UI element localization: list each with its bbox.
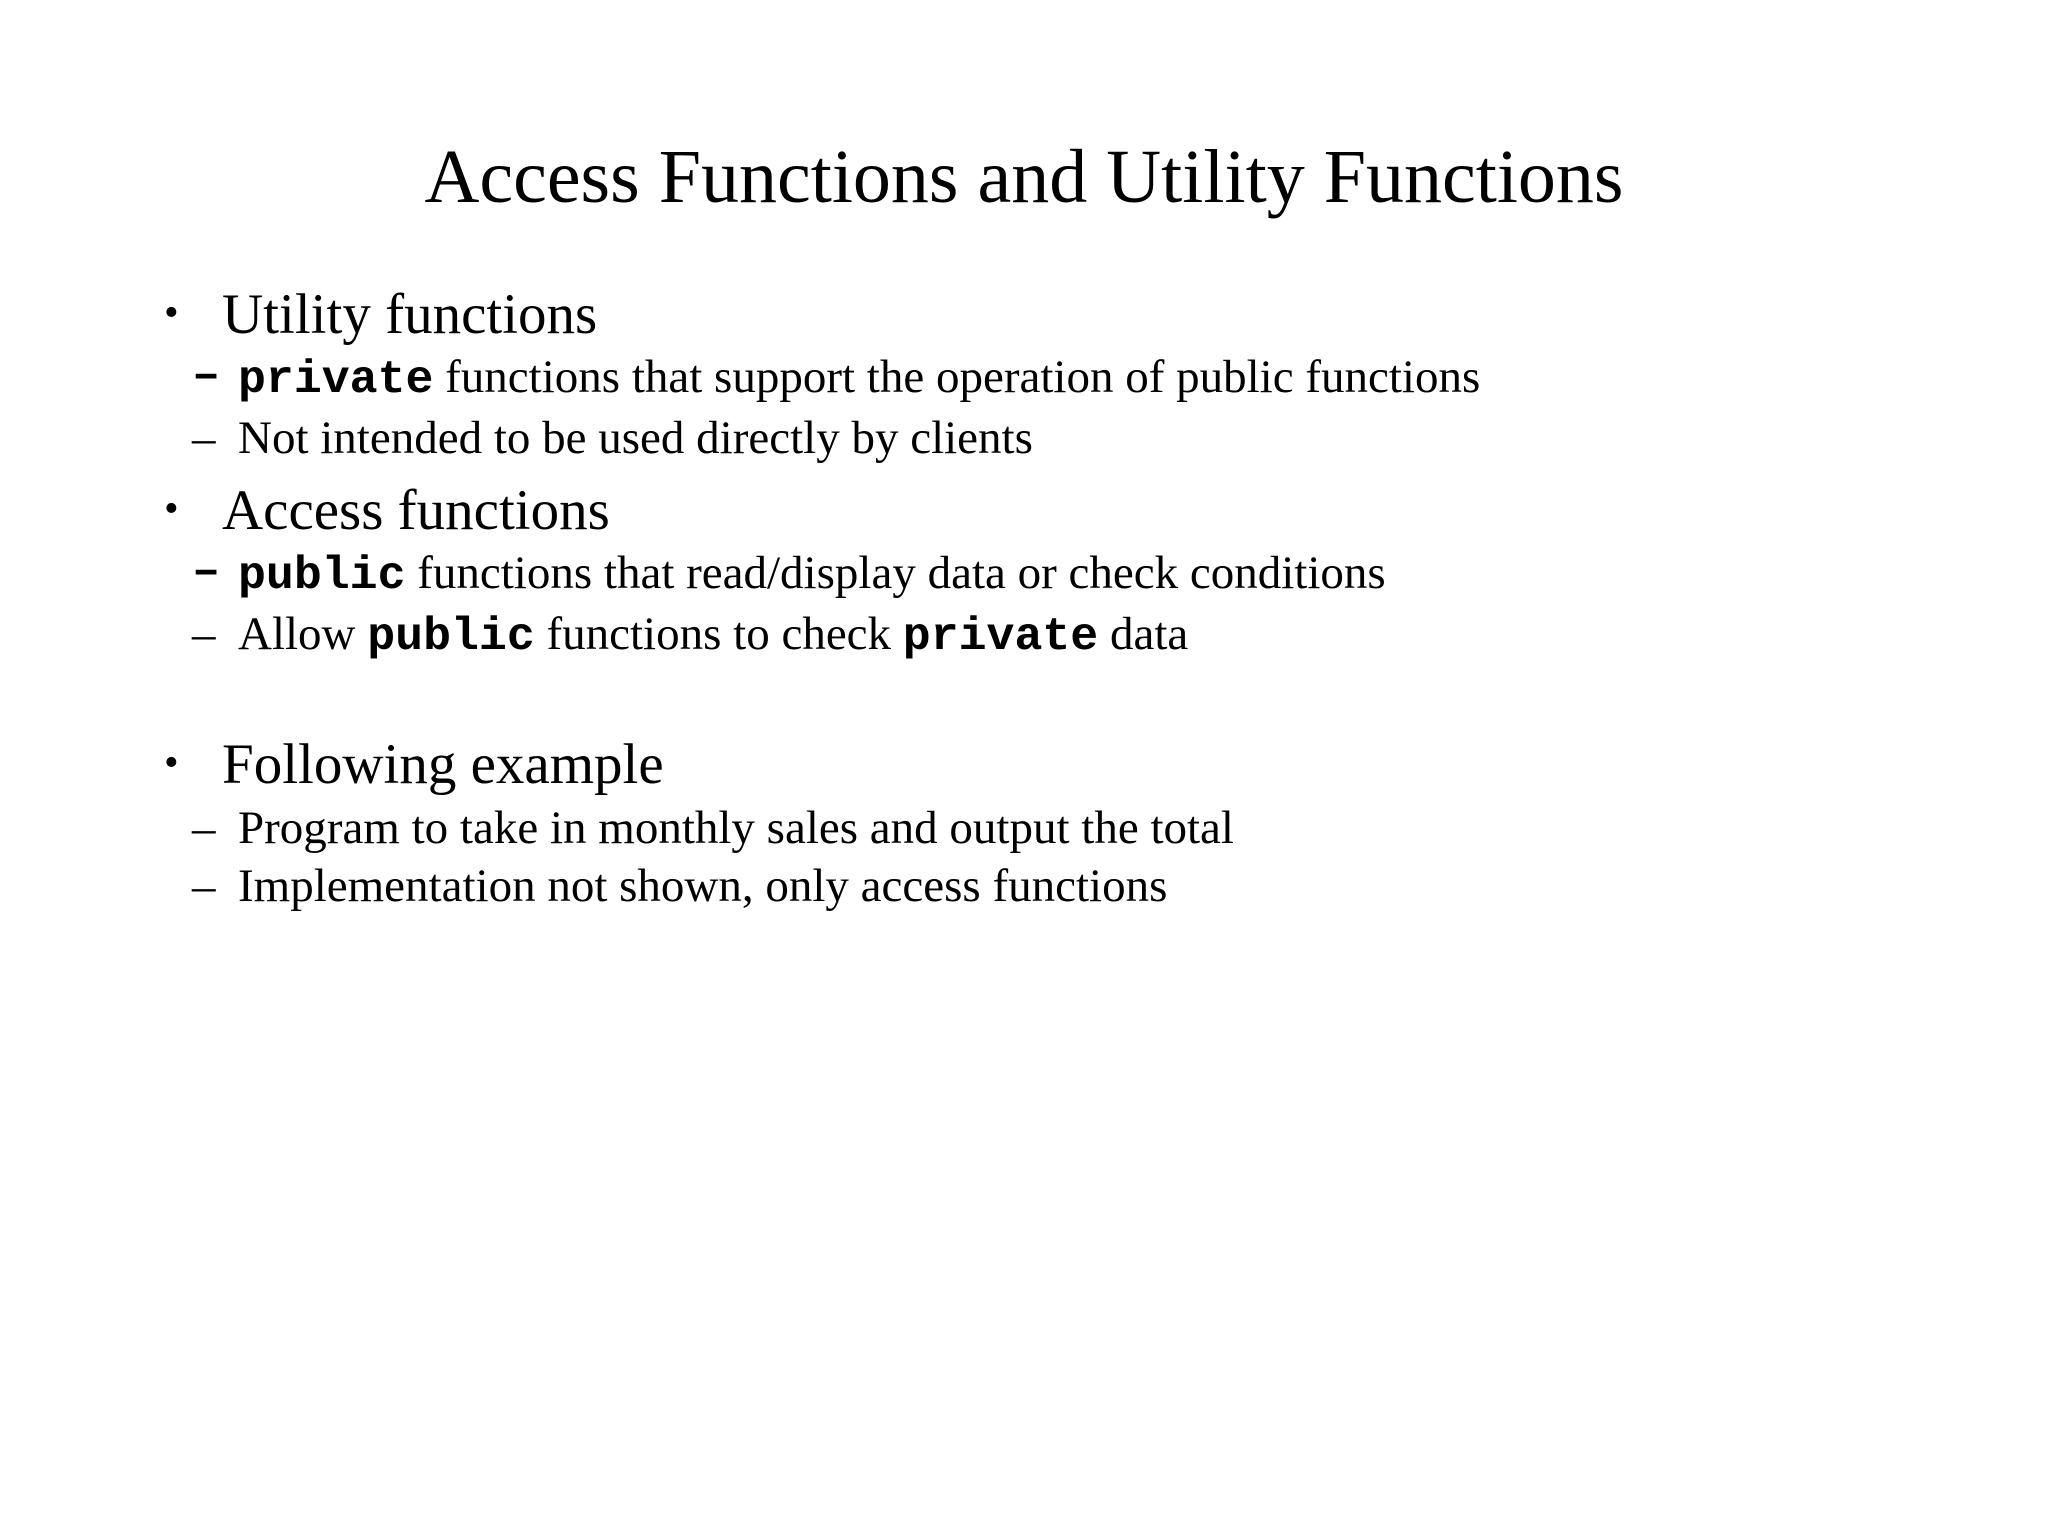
sub-bullet-label: Not intended to be used directly by clie… xyxy=(238,412,1033,465)
slide-body: • Utility functions – private functions … xyxy=(150,282,1940,916)
bullet-label: Following example xyxy=(222,733,664,797)
sub-bullet-not-intended: – Not intended to be used directly by cl… xyxy=(150,409,1940,468)
bullet-dot-icon: • xyxy=(164,290,179,336)
sub-bullet-text: functions that read/display data or chec… xyxy=(405,547,1386,600)
bullet-dot-icon: • xyxy=(164,740,179,787)
dash-icon: – xyxy=(192,801,216,854)
code-keyword-private: private xyxy=(238,353,434,407)
sub-bullet-public-read-display: – public functions that read/display dat… xyxy=(150,544,1940,605)
bullet-item-utility-functions: • Utility functions xyxy=(150,282,1940,348)
group-spacer xyxy=(150,468,1940,478)
sub-bullet-program-monthly-sales: – Program to take in monthly sales and o… xyxy=(150,799,1940,858)
sub-bullet-private-support: – private functions that support the ope… xyxy=(150,348,1940,409)
dash-icon: – xyxy=(192,608,216,661)
bullet-group-utility-functions: • Utility functions – private functions … xyxy=(150,282,1940,468)
sub-bullet-text-lead: Allow xyxy=(238,608,368,661)
sub-bullet-implementation-not-shown: – Implementation not shown, only access … xyxy=(150,857,1940,916)
dash-icon: – xyxy=(192,350,221,404)
bullet-label: Utility functions xyxy=(222,283,598,346)
bullet-item-access-functions: • Access functions xyxy=(150,478,1940,544)
sub-bullet-text-tail: data xyxy=(1098,608,1189,661)
sub-bullet-label: Allow public functions to check private … xyxy=(238,605,1748,666)
bullet-group-access-functions: • Access functions – public functions th… xyxy=(150,478,1940,666)
sub-bullet-text: functions that support the operation of … xyxy=(433,351,1481,404)
sub-bullet-text-mid: functions to check xyxy=(534,608,903,661)
code-keyword-private: private xyxy=(902,610,1099,664)
sub-bullet-allow-public-check-private: – Allow public functions to check privat… xyxy=(150,605,1940,666)
bullet-label: Access functions xyxy=(222,479,610,543)
dash-icon: – xyxy=(192,412,216,465)
sub-bullet-label: public functions that read/display data … xyxy=(238,544,1748,605)
section-spacer xyxy=(150,666,1940,732)
bullet-item-following-example: • Following example xyxy=(150,732,1940,798)
code-keyword-public: public xyxy=(238,549,406,603)
code-keyword-public: public xyxy=(367,610,535,664)
bullet-group-following-example: • Following example – Program to take in… xyxy=(150,732,1940,916)
sub-bullet-label: Implementation not shown, only access fu… xyxy=(238,860,1168,913)
sub-bullet-label: private functions that support the opera… xyxy=(238,348,1748,409)
page-title: Access Functions and Utility Functions xyxy=(424,134,1624,219)
bullet-dot-icon: • xyxy=(164,486,179,533)
dash-icon: – xyxy=(192,546,221,600)
dash-icon: – xyxy=(192,860,216,913)
sub-bullet-label: Program to take in monthly sales and out… xyxy=(238,801,1234,854)
